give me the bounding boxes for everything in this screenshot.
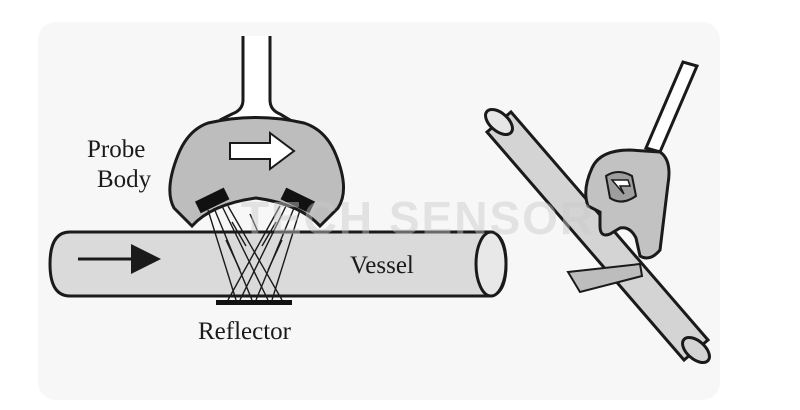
probe-cable-right (643, 60, 700, 154)
probe-cable (219, 36, 296, 122)
reflector (216, 300, 292, 305)
ultrasound-beams (207, 205, 301, 301)
transducer-right (280, 187, 316, 214)
probe-body-right (584, 148, 671, 260)
probe-body-label-line1: Probe (87, 136, 145, 163)
transducer-left (194, 187, 230, 214)
watermark-text: TECH SENSOR (241, 192, 595, 244)
transducers (194, 187, 316, 214)
vessel-angled (484, 107, 711, 365)
flow-direction-icon (229, 131, 296, 171)
vessel (48, 230, 508, 298)
vessel-label: Vessel (350, 252, 414, 279)
flow-direction-icon-small (610, 179, 632, 195)
probe-body-label-line2: Body (97, 166, 152, 193)
reflector-plate (566, 262, 644, 294)
reflector-label: Reflector (198, 318, 292, 345)
